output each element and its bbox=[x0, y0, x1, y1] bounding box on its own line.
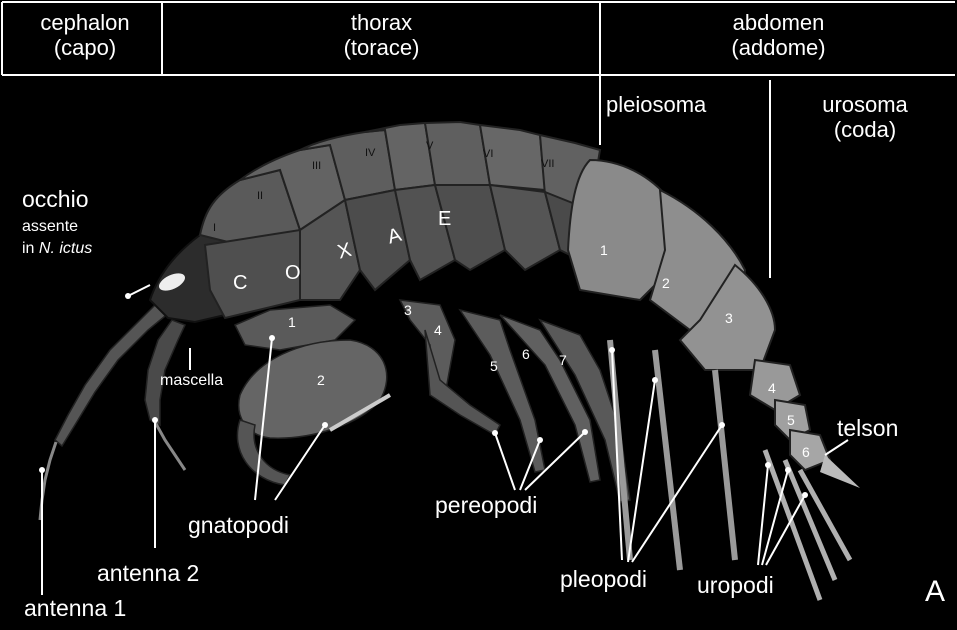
header-thorax: thorax (torace) bbox=[165, 10, 598, 60]
abdomen-it-label: (addome) bbox=[602, 35, 955, 60]
pleiosoma-label: pleiosoma bbox=[606, 92, 766, 117]
leg-number: 4 bbox=[434, 322, 442, 338]
leg-number: 7 bbox=[559, 352, 567, 368]
abdominal-number: 5 bbox=[787, 412, 795, 428]
header-cephalon: cephalon (capo) bbox=[10, 10, 160, 60]
thoracic-segment-label: II bbox=[257, 190, 263, 202]
abdominal-number: 4 bbox=[768, 380, 776, 396]
coxae-letter: O bbox=[285, 262, 303, 285]
mascella-label: mascella bbox=[160, 372, 223, 390]
n-ictus-label: N. ictus bbox=[39, 240, 92, 257]
leg-number: 3 bbox=[404, 302, 412, 318]
thorax-label: thorax bbox=[165, 10, 598, 35]
urosoma-it-label: (coda) bbox=[775, 117, 955, 142]
thoracic-segment-label: V bbox=[426, 140, 433, 152]
assente-label: assente bbox=[22, 218, 78, 236]
thoracic-segment-label: VII bbox=[541, 158, 554, 170]
in-ictus-label: in N. ictus bbox=[22, 240, 92, 258]
coxae-letter: C bbox=[233, 272, 249, 295]
panel-letter: A bbox=[925, 575, 945, 609]
leg-number: 1 bbox=[288, 314, 296, 330]
antenna-1-label: antenna 1 bbox=[24, 595, 126, 622]
thoracic-segment-label: VI bbox=[483, 148, 493, 160]
uropodi-label: uropodi bbox=[697, 572, 774, 599]
header-urosoma: urosoma (coda) bbox=[775, 92, 955, 142]
header-abdomen: abdomen (addome) bbox=[602, 10, 955, 60]
urosoma-label: urosoma bbox=[775, 92, 955, 117]
abdominal-number: 1 bbox=[600, 242, 608, 258]
gnatopodi-label: gnatopodi bbox=[188, 512, 289, 539]
telson-label: telson bbox=[837, 415, 898, 442]
coxae-letter: E bbox=[438, 208, 453, 231]
pleopodi-label: pleopodi bbox=[560, 566, 647, 593]
abdomen-label: abdomen bbox=[602, 10, 955, 35]
pleopods bbox=[610, 340, 735, 570]
abdominal-number: 2 bbox=[662, 275, 670, 291]
abdominal-number: 6 bbox=[802, 444, 810, 460]
thorax-it-label: (torace) bbox=[165, 35, 598, 60]
leg-number: 2 bbox=[317, 372, 325, 388]
antenna-2-label: antenna 2 bbox=[97, 560, 199, 587]
abdominal-number: 3 bbox=[725, 310, 733, 326]
thoracic-segment-label: I bbox=[213, 222, 216, 234]
leg-number: 5 bbox=[490, 358, 498, 374]
occhio-label: occhio bbox=[22, 186, 88, 213]
antenna-2-flagellum bbox=[155, 422, 185, 470]
thoracic-segment-label: III bbox=[312, 160, 321, 172]
telson-shape bbox=[820, 455, 860, 488]
cephalon-it-label: (capo) bbox=[10, 35, 160, 60]
in-label: in bbox=[22, 240, 39, 257]
leg-number: 6 bbox=[522, 346, 530, 362]
thoracic-segment-label: IV bbox=[365, 147, 375, 159]
cephalon-label: cephalon bbox=[10, 10, 160, 35]
pereopodi-label: pereopodi bbox=[435, 492, 537, 519]
